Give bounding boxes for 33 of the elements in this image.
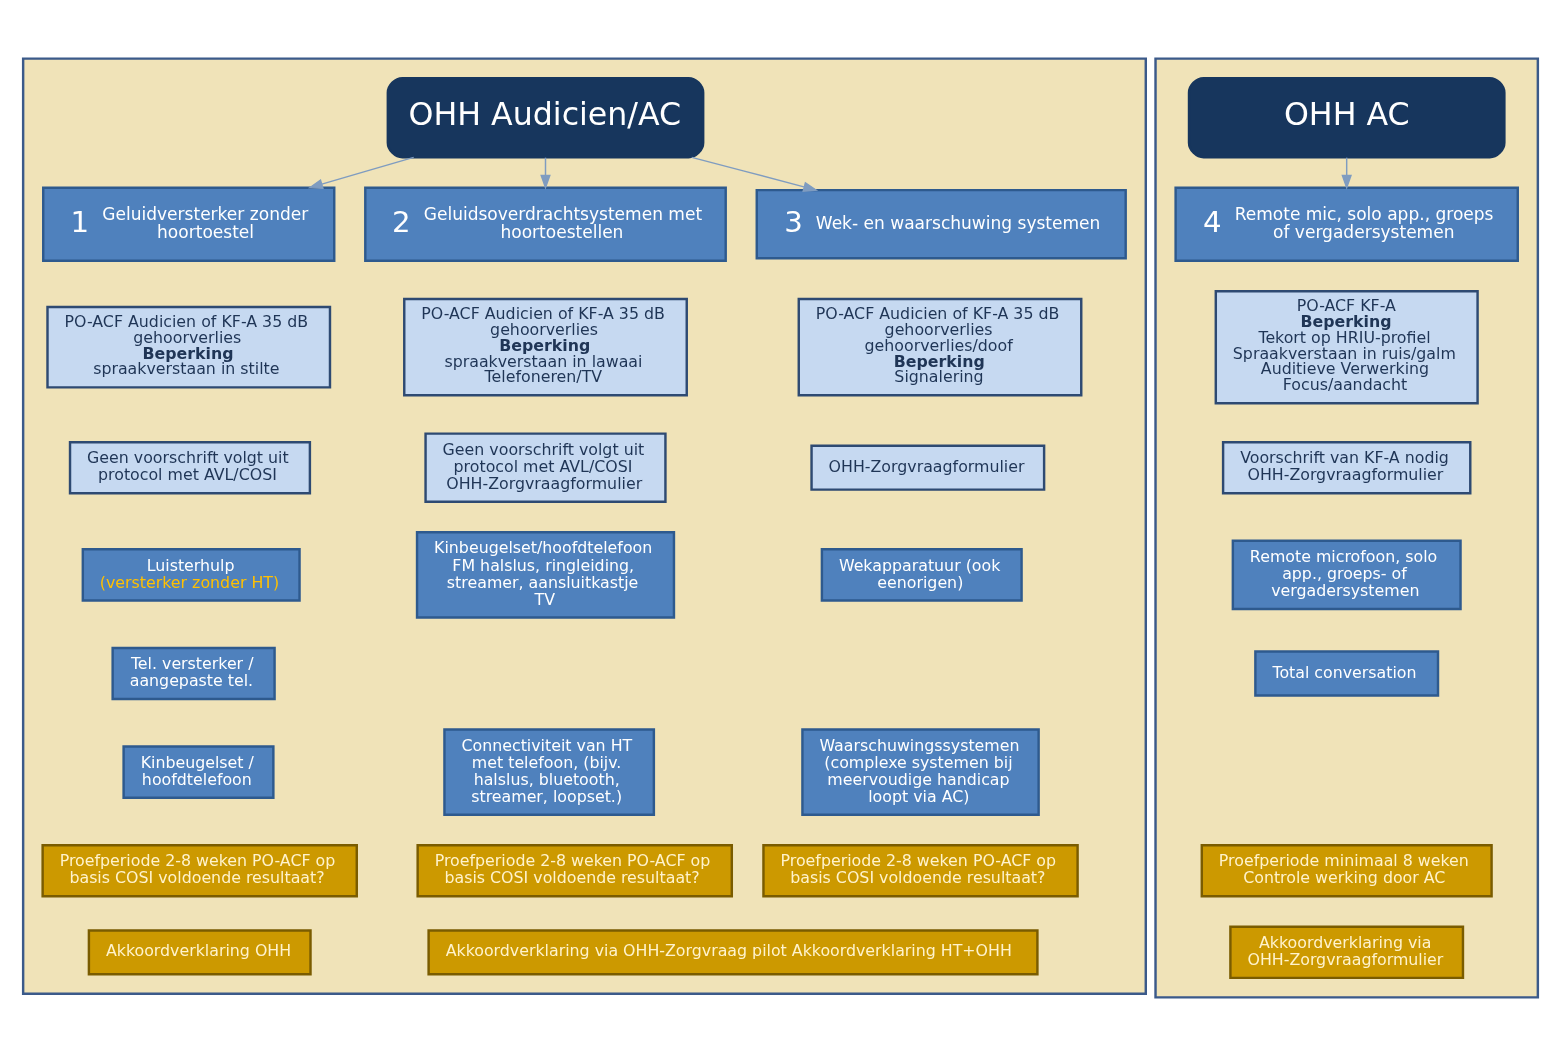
node-box: Wekapparatuur (ook eenorigen) (820, 548, 1023, 602)
node-box: Proefperiode minimaal 8 weken Controle werking door AC (1200, 843, 1493, 898)
node-box: Voorschrift van KF-A nodig OHH-Zorgvraagformulier (1221, 440, 1472, 495)
node-box: PO-ACF Audicien of KF-A 35 dB gehoorverlies Beperking spraakverstaan in stilte (46, 305, 332, 389)
node-box: Waarschuwingssystemen (complexe systemen bij meervoudige handicap loopt via AC) (801, 728, 1040, 816)
node-box: Akkoordverklaring OHH (87, 929, 312, 976)
node-box: OHH-Zorgvraagformulier (810, 444, 1046, 491)
node-box: Luisterhulp (versterker zonder HT) (81, 548, 301, 602)
node-box: Kinbeugelset/hoofdtelefoon FM halslus, ringleiding, streamer, aansluitkastje TV (415, 531, 676, 619)
node-box: Proefperiode 2-8 weken PO-ACF op basis COSI voldoende resultaat? (416, 843, 733, 898)
node-box: Proefperiode 2-8 weken PO-ACF op basis COSI voldoende resultaat? (41, 843, 358, 898)
node-box: Geen voorschrift volgt uit protocol met AVL/COSI OHH-Zorgvraagformulier (424, 432, 667, 504)
node-box: PO-ACF KF-A Beperking Tekort op HRIU-profiel Spraakverstaan in ruis/galm Auditieve Verwerking Focus/aandacht (1214, 289, 1479, 405)
node-box: OHH AC (1187, 76, 1506, 159)
node-box: 4 Remote mic, solo app., groeps of vergadersystemen (1174, 186, 1519, 262)
node-box: Proefperiode 2-8 weken PO-ACF op basis COSI voldoende resultaat? (762, 843, 1079, 898)
node-box: PO-ACF Audicien of KF-A 35 dB gehoorverlies Beperking spraakverstaan in lawaai Telefoneren/TV (403, 297, 688, 397)
node-box: Connectiviteit van HT met telefoon, (bijv. halslus, bluetooth, streamer, loopset.) (443, 728, 656, 816)
arrow (307, 156, 415, 190)
cluster (1154, 57, 1540, 999)
node-box: 2 Geluidsoverdrachtsystemen met hoortoestellen (364, 186, 727, 262)
arrow (691, 156, 819, 192)
node-box: Remote microfoon, solo app., groeps- of vergadersystemen (1231, 539, 1462, 611)
node-box: Akkoordverklaring via OHH-Zorgvraag pilot Akkoordverklaring HT+OHH (427, 929, 1039, 976)
node-box: Geen voorschrift volgt uit protocol met AVL/COSI (68, 440, 312, 495)
node-box: Kinbeugelset / hoofdtelefoon (122, 745, 275, 799)
node-box: Tel. versterker / aangepaste tel. (111, 646, 276, 701)
cluster (21, 57, 1147, 995)
node-box: Akkoordverklaring via OHH-Zorgvraagformulier (1229, 925, 1465, 980)
node-box: PO-ACF Audicien of KF-A 35 dB gehoorverlies gehoorverlies/doof Beperking Signalering (797, 297, 1083, 397)
node-box: OHH Audicien/AC (386, 76, 705, 159)
node-box: 3 Wek- en waarschuwing systemen (755, 188, 1127, 260)
node-box: Total conversation (1254, 650, 1440, 697)
